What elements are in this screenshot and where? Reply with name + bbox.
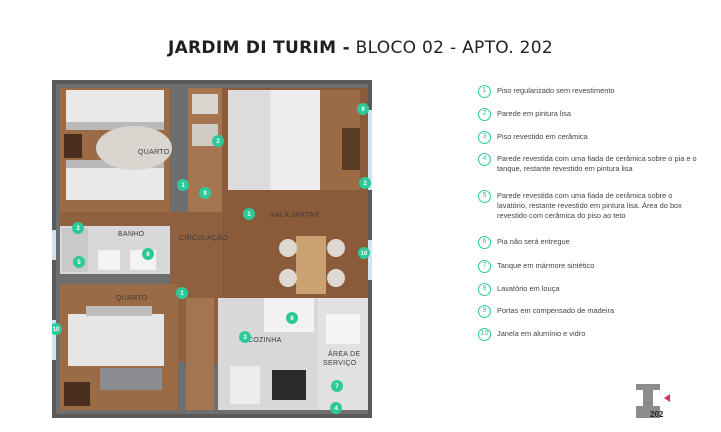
block-logo-icon [636, 384, 670, 418]
wardrobe-bottom [186, 298, 214, 410]
plan-badge: 6 [142, 248, 154, 260]
title-unit: BLOCO 02 - APTO. 202 [349, 38, 554, 58]
plan-badge: 2 [212, 135, 224, 147]
plan-badge: 2 [359, 177, 371, 189]
legend-badge: 2 [478, 108, 491, 121]
svg-text:3: 3 [243, 335, 247, 341]
legend-item: 10 Janela em alumínio e vidro [478, 328, 702, 341]
legend-badge: 10 [478, 328, 491, 341]
legend-badge: 5 [478, 190, 491, 203]
plan-badge: 10 [52, 323, 62, 335]
plan-badge: 4 [330, 402, 342, 414]
legend-text: Tanque em mármore sintético [497, 261, 595, 270]
label-sala: SALA JANTAR [270, 212, 319, 219]
legend-text: Lavatório em louça [497, 284, 560, 293]
label-area-servico-1: ÁREA DE [328, 349, 360, 358]
legend-text: Piso revestido em cerâmica [497, 132, 588, 141]
plan-badge: 10 [358, 247, 370, 259]
room-sala: SALA JANTAR [222, 88, 368, 298]
legend-badge: 7 [478, 260, 491, 273]
plan-badge: 9 [199, 187, 211, 199]
label-quarto-bottom: QUARTO [116, 295, 148, 302]
legend-item: 7 Tanque em mármore sintético [478, 260, 702, 273]
svg-text:5: 5 [77, 260, 81, 266]
svg-text:10: 10 [361, 251, 368, 257]
plan-badge: 1 [243, 208, 255, 220]
plan-badge: 3 [72, 222, 84, 234]
legend-text: Portas em compensado de madeira [497, 306, 615, 315]
svg-text:6: 6 [146, 252, 150, 258]
legend-badge: 6 [478, 236, 491, 249]
legend-text: Parede em pintura lisa [497, 109, 571, 118]
plan-badge: 1 [176, 287, 188, 299]
legend-item: 1 Piso regularizado sem revestimento [478, 85, 702, 98]
legend-item: 5 Parede revestida com uma fiada de cerâ… [478, 190, 702, 221]
svg-text:9: 9 [361, 107, 365, 113]
floor-plan: QUARTO SALA JANTAR CIRCULAÇÃO BANHO [52, 80, 372, 418]
room-cozinha: COZINHA [218, 298, 318, 410]
svg-text:2: 2 [363, 181, 367, 187]
label-area-servico-2: SERVIÇO [323, 360, 357, 367]
svg-text:1: 1 [180, 291, 184, 297]
svg-text:1: 1 [247, 212, 251, 218]
legend-text: Janela em alumínio e vidro [497, 329, 586, 338]
legend-text: Parede revestida com uma fiada de cerâmi… [497, 154, 697, 173]
legend-item: 8 Lavatório em louça [478, 283, 702, 296]
room-quarto-top: QUARTO [60, 88, 172, 212]
svg-text:4: 4 [334, 406, 338, 412]
legend-badge: 4 [478, 153, 491, 166]
block-logo: 202 [636, 384, 670, 419]
svg-text:1: 1 [181, 183, 185, 189]
label-circulacao: CIRCULAÇÃO [179, 233, 228, 242]
plan-badge: 1 [177, 179, 189, 191]
svg-text:10: 10 [53, 327, 60, 333]
svg-text:9: 9 [203, 191, 207, 197]
svg-text:3: 3 [76, 226, 80, 232]
legend-badge: 3 [478, 131, 491, 144]
legend-text: Parede revestida com uma fiada de cerâmi… [497, 191, 682, 220]
label-cozinha: COZINHA [248, 337, 282, 344]
legend-text: Piso regularizado sem revestimento [497, 86, 615, 95]
legend-item: 2 Parede em pintura lisa [478, 108, 702, 121]
label-quarto-top: QUARTO [138, 149, 170, 156]
plan-badges: 9 2 1 9 1 2 3 6 5 1 10 10 3 6 7 4 [52, 103, 371, 414]
legend-badge: 8 [478, 283, 491, 296]
label-banho: BANHO [118, 231, 145, 238]
plan-badge: 5 [73, 256, 85, 268]
legend-item: 6 Pia não será entregue [478, 236, 702, 249]
svg-text:6: 6 [290, 316, 294, 322]
plan-badge: 9 [357, 103, 369, 115]
svg-text:7: 7 [335, 384, 339, 390]
legend-badge: 1 [478, 85, 491, 98]
block-logo-number: 202 [650, 410, 664, 419]
page-title: JARDIM DI TURIM - BLOCO 02 - APTO. 202 [0, 38, 721, 58]
room-quarto-bottom: QUARTO [60, 284, 178, 410]
plan-badge: 7 [331, 380, 343, 392]
legend-item: 4 Parede revestida com uma fiada de cerâ… [478, 153, 702, 174]
legend-item: 9 Portas em compensado de madeira [478, 305, 702, 318]
title-project: JARDIM DI TURIM - [167, 38, 350, 58]
plan-badge: 6 [286, 312, 298, 324]
legend-badge: 9 [478, 305, 491, 318]
room-area-servico: ÁREA DE SERVIÇO [318, 298, 368, 410]
svg-text:2: 2 [216, 139, 220, 145]
plan-badge: 3 [239, 331, 251, 343]
legend-item: 3 Piso revestido em cerâmica [478, 131, 702, 144]
legend-text: Pia não será entregue [497, 237, 570, 246]
